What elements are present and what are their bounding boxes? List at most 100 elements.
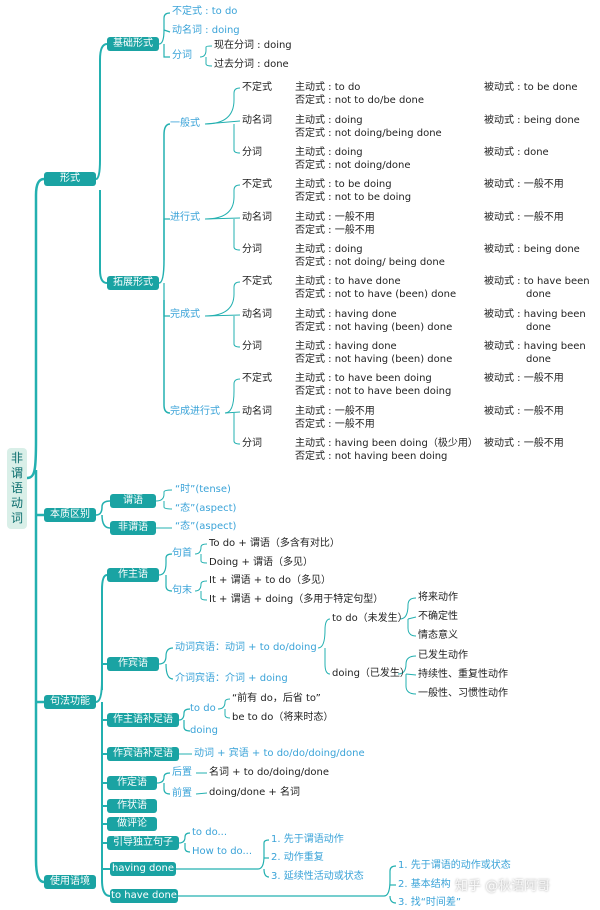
connector-line [95,574,108,703]
connector-line [165,663,174,680]
extended-row-active: 主动式 : to do [295,82,361,93]
extended-row-type: 动名词 [242,211,272,223]
to-have-done-item-2: 2. 基本结构 [398,879,451,890]
doing-item-1: 已发生动作 [418,650,468,661]
connector-line [163,300,171,414]
connector-line [184,843,191,853]
extended-row-active: 主动式 : to have done [295,276,401,287]
node-subject: 作主语 [107,568,159,582]
connector-line [204,120,241,125]
extended-group-label: 进行式 [170,212,200,223]
extended-row-negative: 否定式 : not having (been) done [295,354,453,365]
node-subject-complement: 作主语补足语 [107,713,179,727]
extended-row-active: 主动式 : 一般不用 [295,405,375,417]
verb-object: 动词宾语：动词 + to do/doing [175,642,317,653]
node-object-complement: 作宾语补足语 [107,747,179,761]
connector-line [233,124,241,154]
connector-line [155,489,173,502]
subj-comp-item-2: be to do（将来时态） [232,712,334,723]
extended-group-label: 完成式 [170,309,200,320]
node-object: 作宾语 [107,657,159,671]
node-form: 形式 [44,172,96,186]
extended-row-type: 分词 [242,341,262,352]
connector-line [163,783,171,795]
node-nonpredicate: 非谓语 [110,521,156,535]
subject-tail-item-2: It + 谓语 + doing（多用于特定句型） [209,594,384,605]
node-syntax: 句法功能 [44,695,96,709]
extended-row-negative: 否定式 : not having been doing [295,451,448,462]
doing-happened: doing（已发生） [332,668,410,679]
extended-row-passive: 被动式 : 一般不用 [484,405,564,417]
extended-row-type: 不定式 [242,179,272,190]
independent-item-2: How to do... [192,846,253,857]
connector-line [101,710,111,897]
connector-line [194,580,208,592]
extended-row-negative: 否定式 : not doing/being done [295,127,442,139]
attr-post-label: 后置 [172,767,192,778]
past-participle: 过去分词 : done [214,59,289,70]
extended-row-passive-cont: done [526,289,551,300]
connector-line [183,720,191,732]
connector-line [178,708,191,721]
subj-comp-item-1: “前有 do，后省 to” [232,693,321,704]
connector-line [101,514,111,529]
connector-line [158,553,173,576]
todo-item-1: 将来动作 [418,592,458,603]
node-context: 使用语境 [44,875,96,889]
connector-line [34,470,45,884]
subject-tail-item-1: It + 谓语 + to do（多见） [209,575,332,586]
connector-line [204,281,241,317]
extended-row-negative: 否定式 : not to have (been) done [295,289,457,300]
extended-row-negative: 否定式 : not having (been) done [295,321,453,333]
connector-line [163,44,170,58]
connector-line [195,792,208,795]
extended-group-label: 一般式 [170,118,200,129]
connector-line [263,868,270,878]
extended-row-active: 主动式 : having done [295,341,397,352]
connector-line [158,647,174,665]
attr-pre-label: 前置 [172,788,192,799]
extended-row-type: 动名词 [242,405,272,417]
todo-not-happened: to do（未发生） [332,613,408,624]
node-to-have-done: to have done [110,889,178,903]
connector-line [407,619,417,637]
extended-row-passive: 被动式 : 一般不用 [484,438,564,449]
connector-line [204,184,241,220]
having-done-item-1: 1. 先于谓语动作 [271,834,344,845]
connector-line [178,832,191,844]
connector-line [95,500,111,516]
extended-row-type: 不定式 [242,276,272,287]
connector-line [224,378,241,414]
extended-row-passive: 被动式 : being done [484,244,580,255]
node-extended-form: 拓展形式 [107,276,159,290]
extended-row-negative: 否定式 : 一般不用 [295,418,375,430]
attr-post-text: 名词 + to do/doing/done [209,767,330,778]
extended-row-passive: 被动式 : 一般不用 [484,211,564,223]
connector-line [407,616,417,620]
connector-line [204,87,241,125]
connector-line [389,895,397,904]
extended-row-type: 动名词 [242,308,272,320]
connector-line [200,554,208,564]
extended-row-active: 主动式 : doing [295,147,363,158]
extended-row-passive: 被动式 : to be done [484,82,578,93]
independent-item-1: to do... [192,827,228,838]
connector-line [176,839,270,870]
connector-line [204,217,241,220]
doing-item-2: 持续性、重复性动作 [418,669,508,680]
todo-item-2: 不确定性 [418,611,458,622]
nonpredicate-aspect: “态”(aspect) [175,521,237,532]
having-done-item-2: 2. 动作重复 [271,852,324,863]
extended-row-negative: 否定式 : not to be doing [295,192,412,203]
connector-line [405,674,417,695]
extended-row-active: 主动式 : doing [295,244,363,255]
root-node: 非谓语动词 [7,448,27,529]
having-done-item-3: 3. 延续性活动或状态 [271,871,364,882]
connector-line [405,673,417,676]
extended-row-passive: 被动式 : done [484,147,549,158]
predicate-aspect: “态”(aspect) [175,503,237,514]
connector-line [156,772,171,784]
node-adverbial: 作状语 [107,799,157,813]
extended-row-active: 主动式 : having been doing（极少用） [295,438,478,449]
